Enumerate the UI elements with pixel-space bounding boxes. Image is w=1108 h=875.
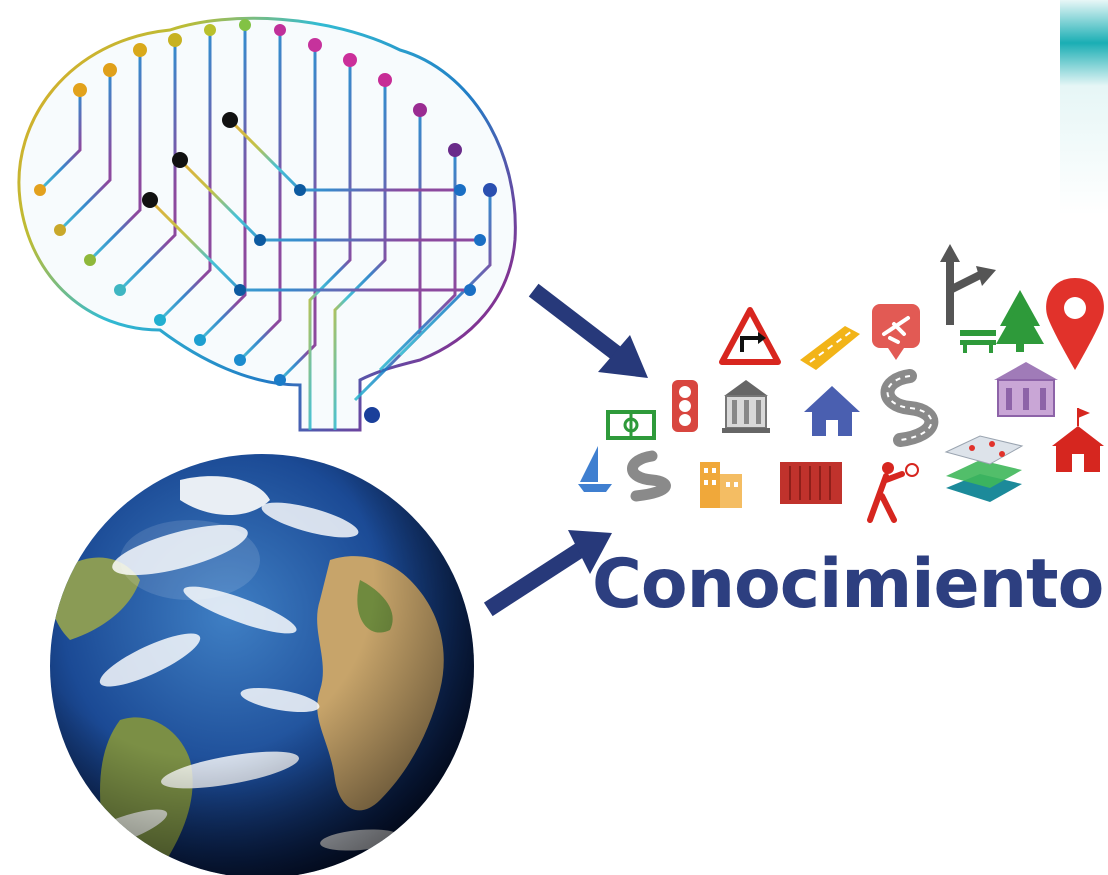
map-pin-icon bbox=[1046, 278, 1104, 370]
park-bench-icon bbox=[960, 330, 996, 353]
map-icons-cluster bbox=[578, 244, 1104, 523]
school-icon bbox=[1052, 408, 1104, 472]
tree-icon bbox=[996, 290, 1044, 352]
circuit-brain-illustration bbox=[17, 16, 517, 432]
apartment-icon bbox=[700, 462, 742, 508]
sailboat-icon bbox=[578, 446, 612, 492]
direction-arrows-icon bbox=[940, 244, 996, 325]
airport-icon bbox=[872, 304, 920, 360]
bank-icon bbox=[722, 380, 770, 433]
earth-globe-illustration bbox=[50, 454, 474, 875]
warning-turn-sign-icon bbox=[719, 307, 781, 365]
map-layers-icon bbox=[944, 435, 1024, 502]
stadium-icon bbox=[606, 410, 656, 440]
accent-strip bbox=[1060, 0, 1108, 215]
house-icon bbox=[804, 386, 860, 436]
museum-icon bbox=[994, 362, 1058, 417]
winding-road-icon bbox=[880, 369, 939, 447]
knowledge-title: Conocimiento bbox=[592, 545, 1104, 624]
road-icon bbox=[800, 326, 860, 370]
curvy-road-icon bbox=[627, 450, 671, 502]
tennis-player-icon bbox=[867, 462, 919, 523]
container-icon bbox=[780, 462, 842, 504]
traffic-light-icon bbox=[672, 380, 698, 432]
